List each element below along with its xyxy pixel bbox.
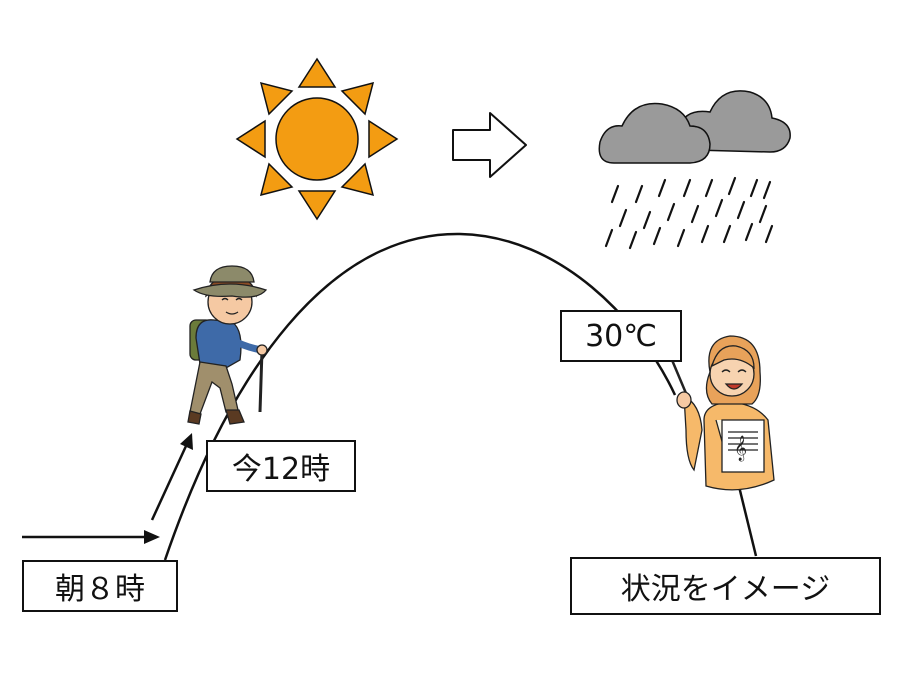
rain-cloud-icon [598,90,791,250]
imagine-label: 状況をイメージ [570,557,881,615]
svg-text:𝄞: 𝄞 [734,435,747,461]
temperature-label: 30℃ [560,310,682,362]
presenter-figure: 𝄞 [670,335,775,491]
morning-arrows [22,433,193,544]
morning-label: 朝８時 [22,560,178,612]
sun-icon [235,57,399,221]
arrow-right-icon [452,112,527,178]
now-label: 今12時 [206,440,356,492]
hiker-figure [187,265,268,425]
